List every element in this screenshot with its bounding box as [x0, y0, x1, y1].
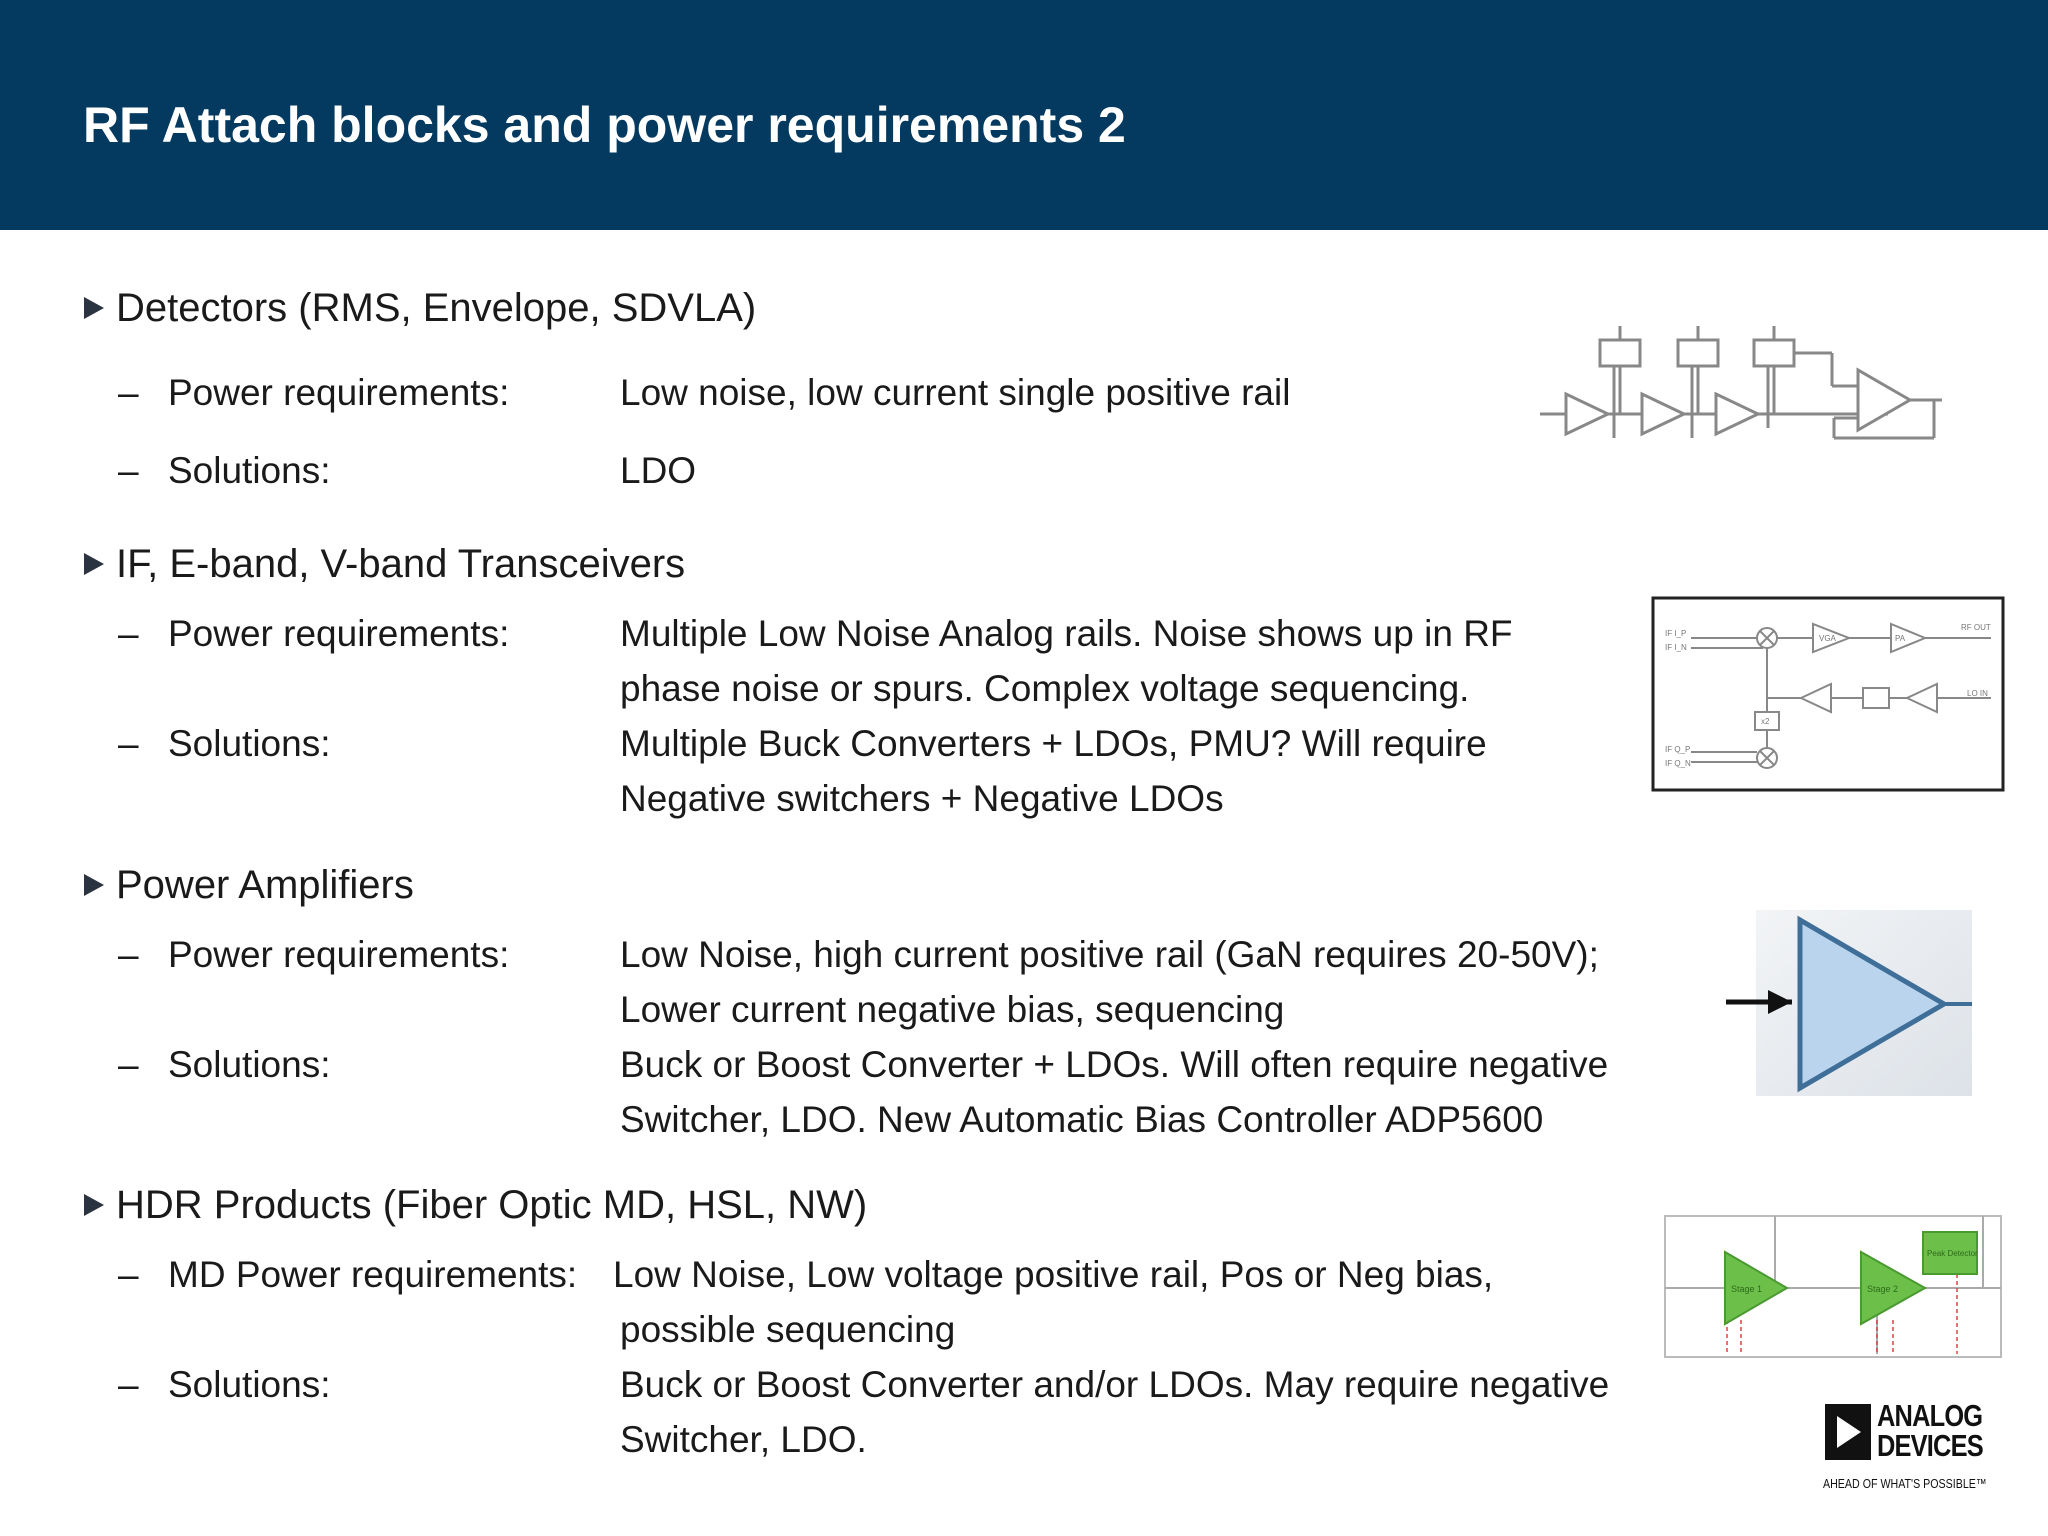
label-vga: VGA — [1819, 634, 1837, 643]
row-value: Buck or Boost Converter and/or LDOs. May… — [620, 1364, 1610, 1405]
section-heading-power-amplifiers: Power Amplifiers — [84, 863, 414, 908]
label-rf-out: RF OUT — [1961, 623, 1991, 632]
detector-chain-diagram — [1540, 326, 1942, 440]
label-if-qp: IF Q_P — [1665, 745, 1690, 754]
power-amplifier-icon — [1726, 910, 1972, 1096]
bullet-triangle-icon — [84, 553, 104, 575]
label-peak-detector: Peak Detector — [1927, 1249, 1978, 1258]
row-value: Low Noise, high current positive rail (G… — [620, 934, 1599, 975]
dash: – — [118, 1254, 139, 1295]
row-value: Negative switchers + Negative LDOs — [620, 778, 1224, 819]
row-value: Multiple Buck Converters + LDOs, PMU? Wi… — [620, 723, 1487, 764]
row-value: Lower current negative bias, sequencing — [620, 989, 1285, 1030]
label-lo-in: LO IN — [1967, 689, 1988, 698]
label-stage-2: Stage 2 — [1867, 1284, 1898, 1294]
label-pa: PA — [1895, 634, 1906, 643]
row-value: Switcher, LDO. — [620, 1419, 867, 1460]
header-bar: RF Attach blocks and power requirements … — [0, 0, 2048, 230]
dash: – — [118, 723, 139, 764]
label-stage-1: Stage 1 — [1731, 1284, 1762, 1294]
dash: – — [118, 934, 139, 975]
row-label: Power requirements: — [168, 934, 510, 975]
dash: – — [118, 372, 139, 413]
bullet-triangle-icon — [84, 1194, 104, 1216]
label-if-in: IF I_N — [1665, 643, 1687, 652]
row-label: Solutions: — [168, 1364, 331, 1405]
logo-tagline: AHEAD OF WHAT'S POSSIBLE™ — [1823, 1476, 1987, 1491]
dash: – — [118, 1044, 139, 1085]
row-label: MD Power requirements: — [168, 1254, 578, 1295]
row-label: Power requirements: — [168, 372, 510, 413]
row-value: phase noise or spurs. Complex voltage se… — [620, 668, 1470, 709]
row-value: possible sequencing — [620, 1309, 956, 1350]
row-value: Multiple Low Noise Analog rails. Noise s… — [620, 613, 1513, 654]
transceiver-block-diagram: IF I_P IF I_N VGA PA RF OUT LO IN x2 IF … — [1651, 596, 2005, 792]
section-heading-hdr-products: HDR Products (Fiber Optic MD, HSL, NW) — [84, 1183, 867, 1228]
row-value: Low noise, low current single positive r… — [620, 372, 1291, 413]
row-label: Power requirements: — [168, 613, 510, 654]
dash: – — [118, 450, 139, 491]
row-value: Buck or Boost Converter + LDOs. Will oft… — [620, 1044, 1609, 1085]
hdr-stages-diagram: Stage 1 Stage 2 Peak Detector — [1664, 1215, 2002, 1358]
section-heading-transceivers: IF, E-band, V-band Transceivers — [84, 542, 685, 587]
label-x2: x2 — [1761, 717, 1770, 726]
label-if-qn: IF Q_N — [1665, 759, 1691, 768]
logo-triangle-icon — [1837, 1416, 1861, 1448]
analog-devices-logo: ANALOG DEVICES AHEAD OF WHAT'S POSSIBLE™ — [1823, 1398, 1993, 1494]
dash: – — [118, 613, 139, 654]
row-value: LDO — [620, 450, 697, 491]
row-label: Solutions: — [168, 450, 331, 491]
row-label: Solutions: — [168, 723, 331, 764]
row-value: Switcher, LDO. New Automatic Bias Contro… — [620, 1099, 1544, 1140]
logo-word-devices: DEVICES — [1877, 1428, 1984, 1463]
bullet-triangle-icon — [84, 874, 104, 896]
slide-title: RF Attach blocks and power requirements … — [83, 97, 1126, 153]
dash: – — [118, 1364, 139, 1405]
label-if-ip: IF I_P — [1665, 629, 1686, 638]
row-label: Solutions: — [168, 1044, 331, 1085]
bullet-triangle-icon — [84, 297, 104, 319]
section-heading-detectors: Detectors (RMS, Envelope, SDVLA) — [84, 286, 756, 331]
row-value: Low Noise, Low voltage positive rail, Po… — [613, 1254, 1494, 1295]
logo-word-analog: ANALOG — [1877, 1398, 1983, 1433]
